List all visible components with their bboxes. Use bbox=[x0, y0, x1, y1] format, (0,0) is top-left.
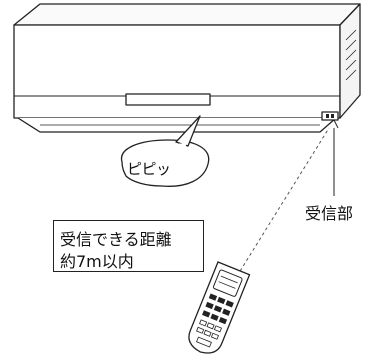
speech-bubble bbox=[120, 115, 210, 187]
signal-path bbox=[236, 127, 330, 277]
air-conditioner-unit bbox=[13, 3, 361, 133]
receiver-label: 受信部 bbox=[305, 204, 354, 223]
range-info-box bbox=[53, 220, 204, 272]
bubble-text: ピピッ bbox=[127, 160, 171, 178]
range-info-line2: 約7m以内 bbox=[60, 252, 134, 271]
remote-control bbox=[188, 261, 251, 354]
range-info-line1: 受信できる距離 bbox=[60, 230, 172, 249]
